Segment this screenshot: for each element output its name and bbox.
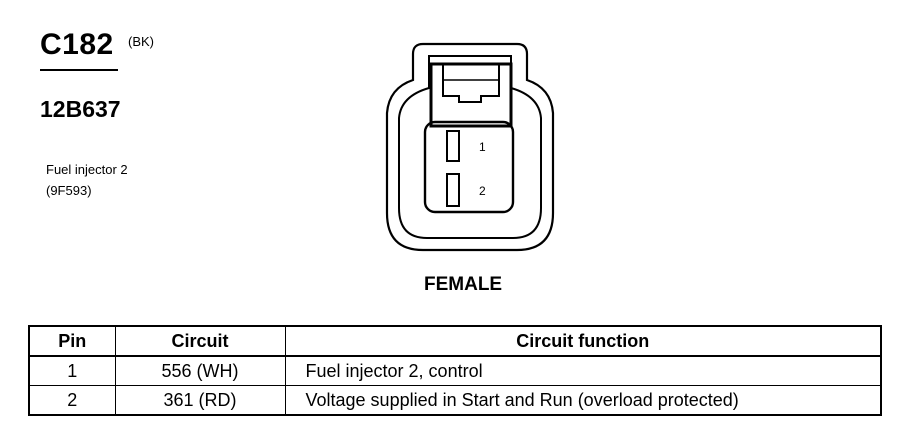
header-circuit: Circuit [114,325,286,357]
table-row: 1 556 (WH) Fuel injector 2, control [28,355,882,386]
pin-label-1: 1 [479,140,486,154]
pin-block [423,120,515,214]
header-circuit-function: Circuit function [284,325,882,357]
connector-id: C182 [40,28,114,61]
pin-label-2: 2 [479,184,486,198]
table-row: 2 361 (RD) Voltage supplied in Start and… [28,385,882,416]
cell-pin: 2 [28,385,116,416]
description-line-1: Fuel injector 2 [46,162,128,177]
connector-id-underline [40,69,118,71]
locking-tab-detail [442,64,500,103]
connector-color-code: (BK) [128,34,154,49]
connector-outer-housing [385,42,555,252]
table-header-row: Pin Circuit Circuit function [28,325,882,357]
description-line-2: (9F593) [46,183,92,198]
gender-label: FEMALE [424,274,503,295]
pin-cavity-2 [446,173,460,207]
cell-circuit: 361 (RD) [114,385,286,416]
cell-circuit-function: Voltage supplied in Start and Run (overl… [284,385,882,416]
pin-cavity-1 [446,130,460,162]
cell-circuit: 556 (WH) [114,355,286,386]
header-pin: Pin [28,325,116,357]
pin-table: Pin Circuit Circuit function 1 556 (WH) … [28,325,882,416]
connector-face-diagram: 1 2 [385,42,555,252]
cell-pin: 1 [28,355,116,386]
cell-circuit-function: Fuel injector 2, control [284,355,882,386]
locking-tab [429,62,513,128]
part-number: 12B637 [40,96,121,122]
connector-inner-housing [398,55,542,239]
